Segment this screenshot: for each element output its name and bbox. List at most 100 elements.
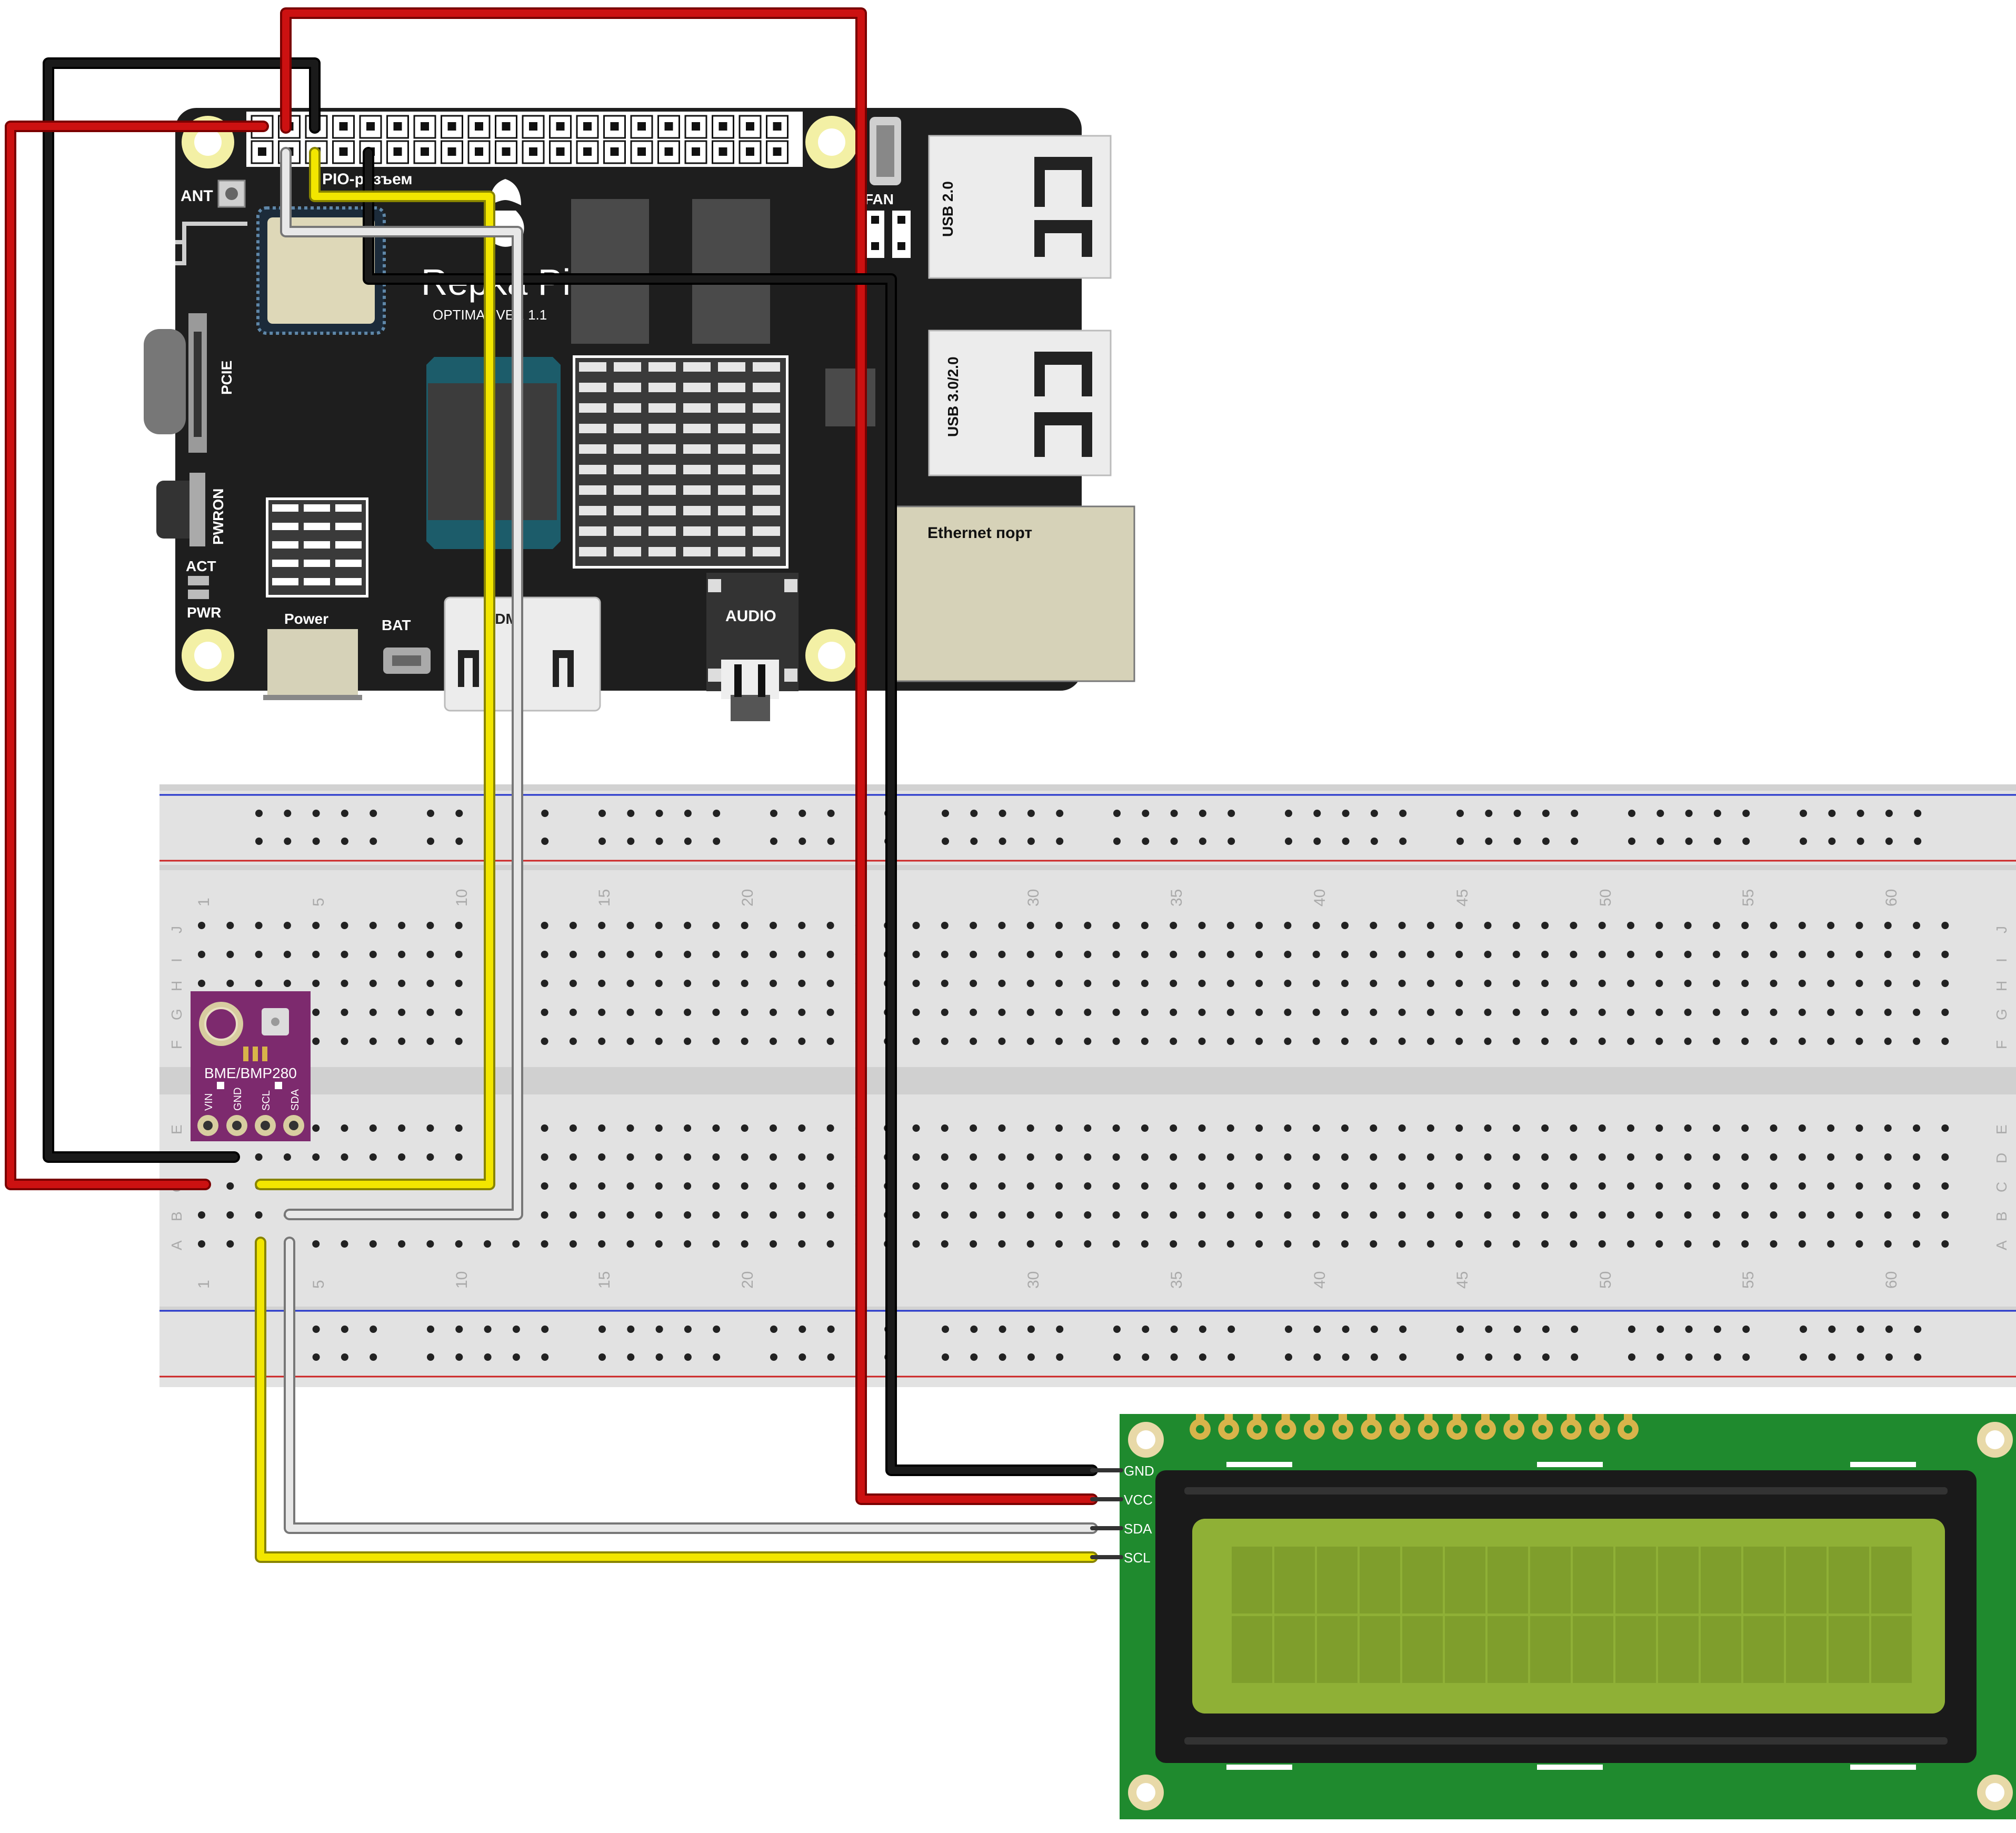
breadboard-hole bbox=[1226, 1240, 1234, 1248]
breadboard-hole bbox=[1827, 1124, 1835, 1132]
breadboard-hole bbox=[770, 1153, 777, 1161]
breadboard-hole bbox=[1055, 980, 1063, 987]
breadboard-hole bbox=[1227, 838, 1235, 845]
heatsink-fin bbox=[648, 424, 676, 433]
lcd-char-cell bbox=[1829, 1547, 1869, 1613]
lcd-char-cell bbox=[1701, 1616, 1741, 1683]
breadboard-hole bbox=[798, 1038, 806, 1045]
breadboard-hole bbox=[312, 951, 320, 958]
breadboard-hole bbox=[1198, 980, 1206, 987]
breadboard-hole bbox=[1571, 1326, 1579, 1333]
breadboard-hole bbox=[1542, 810, 1550, 817]
breadboard-hole bbox=[1027, 838, 1035, 845]
heatsink-fin bbox=[648, 506, 676, 515]
breadboard-hole bbox=[1798, 951, 1806, 958]
breadboard-hole bbox=[1199, 838, 1206, 845]
breadboard-hole bbox=[484, 1326, 492, 1333]
heatsink-fin bbox=[718, 547, 745, 556]
breadboard-hole bbox=[1370, 1326, 1378, 1333]
lcd-header-pin-tab bbox=[1395, 1414, 1404, 1424]
breadboard-hole bbox=[369, 980, 377, 987]
breadboard-hole bbox=[1684, 980, 1692, 987]
heatsink-fin bbox=[614, 383, 641, 392]
breadboard-hole bbox=[770, 951, 777, 958]
breadboard-hole bbox=[1542, 1353, 1550, 1361]
breadboard-hole bbox=[1484, 951, 1492, 958]
breadboard-hole bbox=[1112, 1038, 1120, 1045]
breadboard-hole bbox=[1542, 838, 1550, 845]
breadboard-hole bbox=[684, 1326, 692, 1333]
breadboard-hole bbox=[1914, 1326, 1922, 1333]
breadboard-hole bbox=[1084, 1009, 1092, 1016]
breadboard-hole bbox=[655, 1038, 663, 1045]
column-number: 35 bbox=[1168, 1271, 1185, 1289]
breadboard-hole bbox=[798, 951, 806, 958]
heatsink-fin bbox=[579, 403, 606, 413]
ram-pin bbox=[335, 504, 362, 512]
breadboard-hole bbox=[684, 838, 692, 845]
breadboard-hole bbox=[970, 810, 978, 817]
breadboard-hole bbox=[1655, 1182, 1663, 1190]
breadboard-hole bbox=[1198, 1240, 1206, 1248]
breadboard-hole bbox=[1341, 951, 1349, 958]
heatsink-fin bbox=[579, 362, 606, 372]
lcd-char-cell bbox=[1786, 1616, 1827, 1683]
breadboard-hole bbox=[1741, 980, 1749, 987]
breadboard-hole bbox=[1170, 951, 1177, 958]
breadboard-hole bbox=[284, 838, 292, 845]
gpio-pin bbox=[502, 147, 511, 156]
breadboard-hole bbox=[626, 1124, 634, 1132]
breadboard-hole bbox=[1455, 980, 1463, 987]
breadboard-hole bbox=[1426, 951, 1434, 958]
lcd-char-cell bbox=[1786, 1547, 1827, 1613]
usb3-label: USB 3.0/2.0 bbox=[945, 356, 961, 437]
breadboard-hole bbox=[1827, 922, 1835, 929]
ram-pin bbox=[304, 578, 330, 585]
breadboard-hole bbox=[1055, 1240, 1063, 1248]
breadboard-hole bbox=[1827, 980, 1835, 987]
breadboard-hole bbox=[1370, 922, 1378, 929]
breadboard-hole bbox=[1227, 1353, 1235, 1361]
breadboard-hole bbox=[1455, 1240, 1463, 1248]
breadboard-hole bbox=[1655, 1124, 1663, 1132]
breadboard-hole bbox=[598, 1182, 606, 1190]
heatsink-fin bbox=[753, 362, 780, 372]
breadboard-hole bbox=[1512, 922, 1520, 929]
power-connector bbox=[267, 629, 358, 695]
breadboard-hole bbox=[1857, 838, 1864, 845]
lcd-header-pin-hole bbox=[1395, 1425, 1404, 1433]
breadboard-hole bbox=[1913, 951, 1920, 958]
breadboard-hole bbox=[1370, 980, 1378, 987]
breadboard-hole bbox=[1398, 951, 1406, 958]
gpio-pin-frame bbox=[712, 140, 734, 164]
breadboard-hole bbox=[970, 980, 977, 987]
act-led bbox=[188, 576, 209, 585]
breadboard-hole bbox=[370, 810, 377, 817]
column-number: 50 bbox=[1597, 1271, 1614, 1289]
column-number: 60 bbox=[1883, 1271, 1900, 1289]
breadboard-hole bbox=[226, 1240, 234, 1248]
breadboard-hole bbox=[1655, 1240, 1663, 1248]
breadboard-hole bbox=[999, 1353, 1006, 1361]
breadboard-hole bbox=[1855, 951, 1863, 958]
gpio-pin-frame bbox=[522, 140, 545, 164]
breadboard-hole bbox=[1655, 951, 1663, 958]
breadboard-hole bbox=[1541, 1009, 1549, 1016]
breadboard-hole bbox=[426, 922, 434, 929]
breadboard-hole bbox=[1170, 922, 1177, 929]
breadboard-hole bbox=[941, 1211, 949, 1219]
breadboard-hole bbox=[1399, 838, 1407, 845]
breadboard-hole bbox=[1170, 1326, 1178, 1333]
breadboard-hole bbox=[1627, 951, 1634, 958]
breadboard-hole bbox=[1798, 1124, 1806, 1132]
breadboard-hole bbox=[1712, 1124, 1720, 1132]
breadboard-hole bbox=[1255, 922, 1263, 929]
breadboard-hole bbox=[1541, 1124, 1549, 1132]
lcd-char-cell bbox=[1743, 1616, 1784, 1683]
breadboard-hole bbox=[1800, 1353, 1807, 1361]
gpio-pin bbox=[556, 122, 565, 131]
breadboard-hole bbox=[1026, 951, 1034, 958]
breadboard-hole bbox=[1541, 1211, 1549, 1219]
breadboard-hole bbox=[941, 1182, 949, 1190]
